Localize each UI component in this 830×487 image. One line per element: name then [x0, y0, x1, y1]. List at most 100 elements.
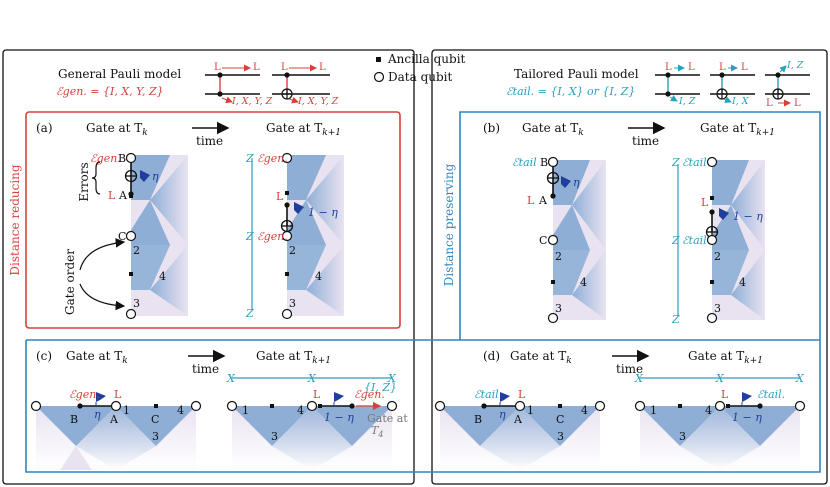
panel-b-flag-icon [561, 176, 571, 188]
panel-c-n1: 1 [123, 404, 130, 417]
panel-b-n2: 2 [555, 250, 562, 263]
panel-c-gate-tk: Gate at Tk [66, 349, 128, 366]
panel-d-etail: ℰtail [474, 388, 499, 401]
panel-c-gate-tk1: Gate at Tk+1 [256, 349, 331, 366]
panel-a-ancilla-mid [129, 272, 133, 276]
panel-b-gate-tk: Gate at Tk [522, 121, 584, 138]
distance-preserving-frame [25, 111, 821, 473]
panel-d-n3-r: 3 [679, 430, 686, 443]
data-legend-marker [373, 71, 385, 83]
panel-d-label: (d) [483, 349, 500, 363]
panel-a-n2-r: 2 [289, 244, 296, 257]
panel-b-etail-3: ℰtail [682, 234, 707, 247]
panel-b-time: time [632, 134, 659, 148]
panel-a-a: A [118, 189, 128, 202]
panel-b-flag-icon-2 [719, 208, 729, 220]
panel-c-label: (c) [36, 349, 52, 363]
panel-d-1-eta: 1 − η [732, 411, 762, 424]
tailored-gate-3: I, Z L L [765, 60, 810, 109]
panel-c-x2: X [307, 372, 317, 385]
panel-a-flag-icon [140, 170, 150, 182]
panel-b-label: (b) [483, 121, 500, 135]
panel-c-egen-2: ℰgen. [354, 388, 385, 401]
panel-d-a: A [513, 413, 523, 426]
panel-b-b: B [540, 156, 548, 169]
tailored-title: Tailored Pauli model [514, 67, 639, 81]
panel-d-time: time [616, 362, 643, 376]
tailored-g2-top-right: L [741, 62, 748, 73]
panel-a-z3: Z [245, 307, 254, 320]
panel-d-x1: X [634, 372, 644, 385]
panel-c-n4: 4 [177, 404, 184, 417]
tailored-g2-top: L [719, 62, 726, 73]
general-g1-top-right: L [253, 62, 260, 73]
panel-a-errors: Errors [77, 162, 91, 201]
panel-d-x3: X [795, 372, 805, 385]
panel-a-z2: Z [245, 230, 254, 243]
panel-a-egen-3: ℰgen. [257, 230, 288, 243]
panel-d-flag-icon [500, 392, 510, 402]
panel-b-gate-tk1: Gate at Tk+1 [700, 121, 775, 138]
general-gate-1: L L I, X, Y, Z [205, 62, 273, 107]
tailored-g3-bottom-right: L [794, 98, 801, 109]
panel-a-n4: 4 [159, 270, 166, 283]
panel-d-left-lattice [440, 406, 600, 470]
panel-c-1-eta: 1 − η [324, 411, 354, 424]
general-gate-2: L L I, X, Y, Z [272, 62, 339, 107]
panel-b: (b) Gate at Tk time Gate at Tk+1 η ℰtail… [483, 121, 775, 326]
general-errors: ℰgen. = {I, X, Y, Z} [56, 85, 164, 98]
panel-a-egen-2: ℰgen. [257, 152, 288, 165]
panel-c: (c) Gate at Tk time Gate at Tk+1 η ℰgen.… [30, 349, 408, 470]
tailored-g2-bottom: I, X [731, 96, 750, 107]
panel-a-data-bottom [125, 308, 137, 320]
panel-b-etail-2: ℰtail [682, 156, 707, 169]
panel-b-eta: η [573, 176, 580, 189]
panel-b-c: C [539, 234, 547, 247]
panel-c-eta: η [94, 408, 101, 421]
general-g1-bottom: I, X, Y, Z [231, 96, 273, 107]
panel-a-frame [25, 111, 401, 329]
side-label-preserving: Distance preserving [442, 163, 456, 286]
panel-a-egen: ℰgen. [90, 152, 121, 165]
panel-d-eta: η [499, 408, 506, 421]
legend-data-label: Data qubit [388, 70, 452, 84]
general-title: General Pauli model [58, 67, 181, 81]
panel-d-l: L [518, 388, 526, 401]
panel-c-time: time [192, 362, 219, 376]
panel-a-c: C [118, 230, 126, 243]
panel-a-b: B [118, 152, 126, 165]
panel-a-data-b [125, 152, 137, 164]
general-g2-top-right: L [319, 62, 326, 73]
panel-c-n3: 3 [152, 430, 159, 443]
panel-a-z1: Z [245, 152, 254, 165]
legend-ancilla-label: Ancilla qubit [387, 52, 466, 66]
panel-b-n3-r: 3 [714, 302, 721, 315]
panel-b-l2: L [701, 196, 709, 209]
panel-d-etail-2: ℰtail. [757, 388, 785, 401]
general-g1-top: L [214, 62, 221, 73]
panel-a-n3-r: 3 [289, 297, 296, 310]
panel-b-1-eta: 1 − η [733, 210, 763, 223]
panel-a-right-lattice [287, 155, 344, 316]
panel-d-n4-r: 4 [705, 404, 712, 417]
panel-b-n4-r: 4 [739, 276, 746, 289]
panel-c-a: A [109, 413, 119, 426]
panel-b-n4: 4 [580, 276, 587, 289]
panel-a-l: L [108, 189, 116, 202]
panel-c-t4: T4 [371, 424, 383, 439]
panel-d-l2: L [721, 388, 729, 401]
panel-c-flag-icon [96, 392, 106, 402]
panel-c-x1: X [226, 372, 236, 385]
panel-d-gate-tk: Gate at Tk [510, 349, 572, 366]
panel-a-left-lattice [131, 155, 188, 316]
panel-b-z3: Z [671, 313, 680, 326]
panel-c-l2: L [313, 388, 321, 401]
panel-d-c: C [556, 413, 564, 426]
panel-a-n3: 3 [133, 297, 140, 310]
panel-a-order-arrow-2 [79, 283, 126, 311]
ancilla-legend-marker [376, 57, 381, 62]
tailored-errors: ℰtail. = {I, X} or {I, Z} [506, 85, 635, 98]
tailored-g1-top: L [665, 62, 672, 73]
side-label-reducing: Distance reducing [8, 164, 22, 275]
